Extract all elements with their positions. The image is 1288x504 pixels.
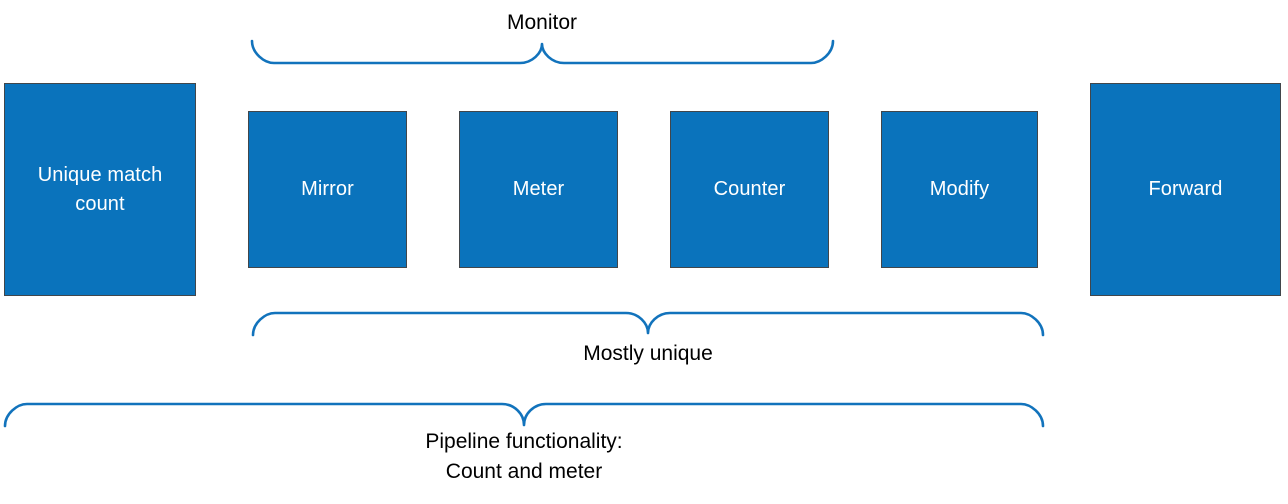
process-box-forward[interactable]: Forward [1090,83,1281,296]
brace-label-mostly-unique: Mostly unique [583,342,713,365]
process-box-meter[interactable]: Meter [459,111,618,268]
process-box-modify[interactable]: Modify [881,111,1038,268]
mostly-unique-brace-path [251,311,1045,337]
brace-label-monitor: Monitor [506,11,578,34]
process-box-unique-match-count[interactable]: Unique match count [4,83,196,296]
process-box-counter[interactable]: Counter [670,111,829,268]
monitor-brace-path [250,39,835,65]
process-box-mirror[interactable]: Mirror [248,111,407,268]
brace-label-pipeline-functionality: Pipeline functionality: Count and meter [425,430,623,483]
pipeline-functionality-brace-path [3,402,1045,428]
